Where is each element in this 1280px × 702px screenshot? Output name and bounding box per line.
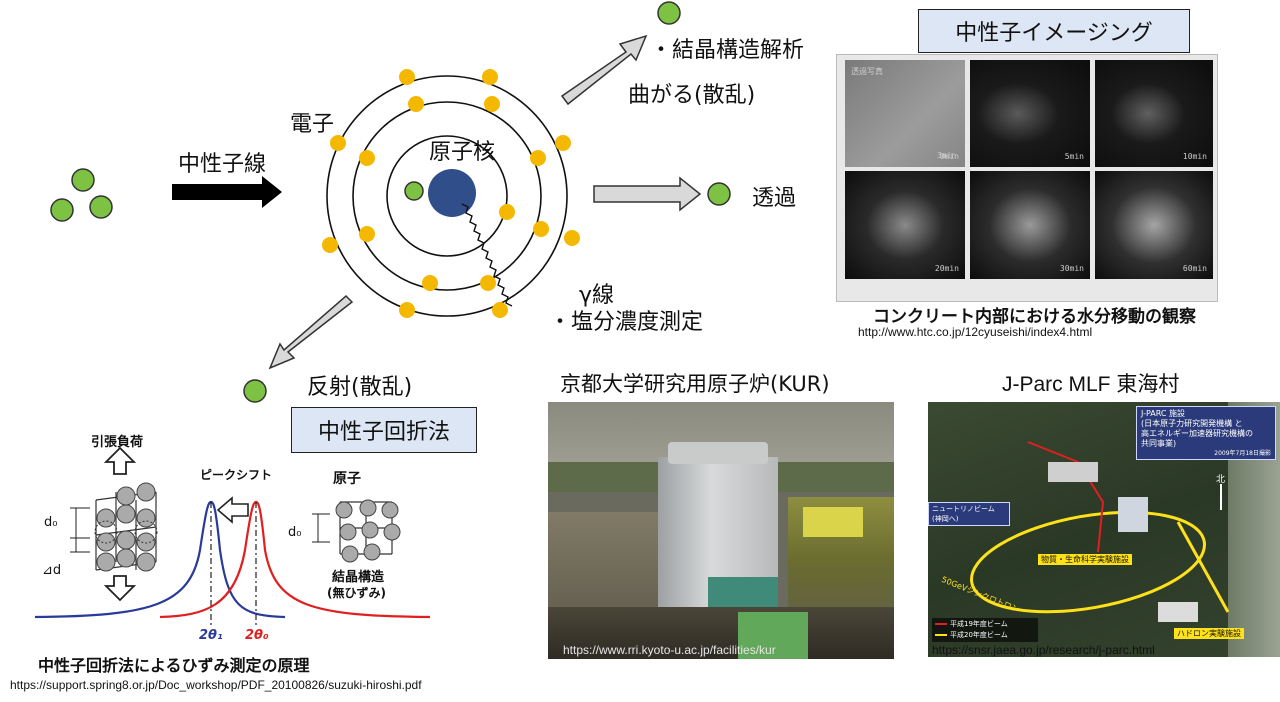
strained-atoms [94, 482, 158, 572]
diffraction-title: 中性子回折法 [291, 407, 477, 453]
transmission-label: 透過 [752, 186, 797, 211]
north-arrow-icon [1220, 484, 1222, 510]
imaging-title: 中性子イメージング [918, 9, 1190, 53]
diffraction-figure [34, 446, 431, 625]
kur-url[interactable]: https://www.rri.kyoto-u.ac.jp/facilities… [563, 643, 776, 657]
beam-label: 中性子線 [178, 152, 267, 177]
nucleus [428, 169, 476, 217]
reflection-label: 反射(散乱) [307, 375, 413, 400]
orbit-middle [352, 101, 542, 291]
tensile-arrow-icon [103, 446, 137, 475]
neutrino-beam-line [1027, 441, 1105, 553]
synchrotron-ring [970, 510, 1206, 614]
kur-photo [548, 402, 894, 659]
electrons [322, 69, 580, 318]
imaging-photo-grid: 透過写真 0min 5min 10min 20min 30min 60min 3… [836, 54, 1218, 302]
beam-arrow [172, 176, 282, 208]
jparc-photo: J-PARC 施設 (日本原子力研究開発機構 と 高エネルギー加速器研究機構の … [928, 402, 1280, 657]
transmit-arrow [593, 176, 702, 212]
tensile-down-arrow-icon [103, 575, 137, 602]
imaging-url[interactable]: http://www.htc.co.jp/12cyuseishi/index4.… [858, 325, 1093, 339]
imaging-frame: 10min [1095, 60, 1213, 167]
d0-right-label: d₀ [288, 525, 302, 540]
scatter-arrow [560, 34, 648, 106]
unstrained-atoms [335, 499, 401, 563]
imaging-frame: 透過写真 0min [845, 60, 965, 167]
neutron-dot [50, 198, 74, 222]
neutron-dot [404, 181, 424, 201]
crystal-analysis-label: ・結晶構造解析 [650, 38, 805, 63]
theta0-label: 2θ₀ [245, 628, 269, 643]
imaging-frame: 5min [970, 60, 1090, 167]
nucleus-label: 原子核 [429, 140, 496, 165]
hadron-label: ハドロン実験施設 [1174, 628, 1244, 639]
unstrained-label: (無ひずみ) [327, 586, 386, 600]
reflect-arrow [268, 294, 354, 370]
atom-label: 原子 [333, 471, 361, 487]
theta1-label: 2θ₁ [199, 628, 223, 643]
neutron-dot [707, 182, 731, 206]
neutron-diagram [50, 1, 731, 403]
red-peak [159, 500, 431, 619]
jparc-info-box: J-PARC 施設 (日本原子力研究開発機構 と 高エネルギー加速器研究機構の … [1136, 406, 1276, 460]
d0-left-label: d₀ [44, 515, 58, 530]
blue-peak [34, 500, 286, 619]
mlf-label: 物質・生命科学実験施設 [1038, 554, 1132, 565]
neutron-dot [71, 168, 95, 192]
peak-shift-label: ピークシフト [200, 468, 273, 482]
imaging-frame: 30min [970, 171, 1090, 279]
electron-label: 電子 [290, 112, 335, 137]
orbit-outer [326, 75, 568, 317]
north-indicator: 北 [1216, 475, 1226, 485]
neutron-dot [89, 195, 113, 219]
jparc-url[interactable]: https://snsr.jaea.go.jp/research/j-parc.… [932, 643, 1155, 657]
imaging-frame: 60min [1095, 171, 1213, 279]
imaging-frame: 20min [845, 171, 965, 279]
jparc-title: J-Parc MLF 東海村 [1002, 373, 1180, 396]
gamma-ray-line [461, 203, 513, 307]
diffraction-url[interactable]: https://support.spring8.or.jp/Doc_worksh… [10, 678, 422, 692]
salt-concentration-label: ・塩分濃度測定 [549, 310, 704, 335]
neutron-dot [243, 379, 267, 403]
delta-d-label: ⊿d [42, 563, 62, 578]
jparc-legend: 平成19年度ビーム 平成20年度ビーム [932, 618, 1038, 642]
neutron-dot [657, 1, 681, 25]
scatter-label: 曲がる(散乱) [628, 83, 756, 108]
crystal-structure-label: 結晶構造 [332, 570, 385, 585]
peak-shift-arrow-icon [216, 496, 249, 524]
gamma-label: γ線 [579, 283, 615, 308]
tensile-load-label: 引張負荷 [91, 435, 144, 450]
orbit-inner [386, 135, 508, 257]
diffraction-caption: 中性子回折法によるひずみ測定の原理 [38, 656, 310, 675]
imaging-caption: コンクリート内部における水分移動の観察 [873, 307, 1196, 327]
kur-title: 京都大学研究用原子炉(KUR) [560, 372, 830, 396]
